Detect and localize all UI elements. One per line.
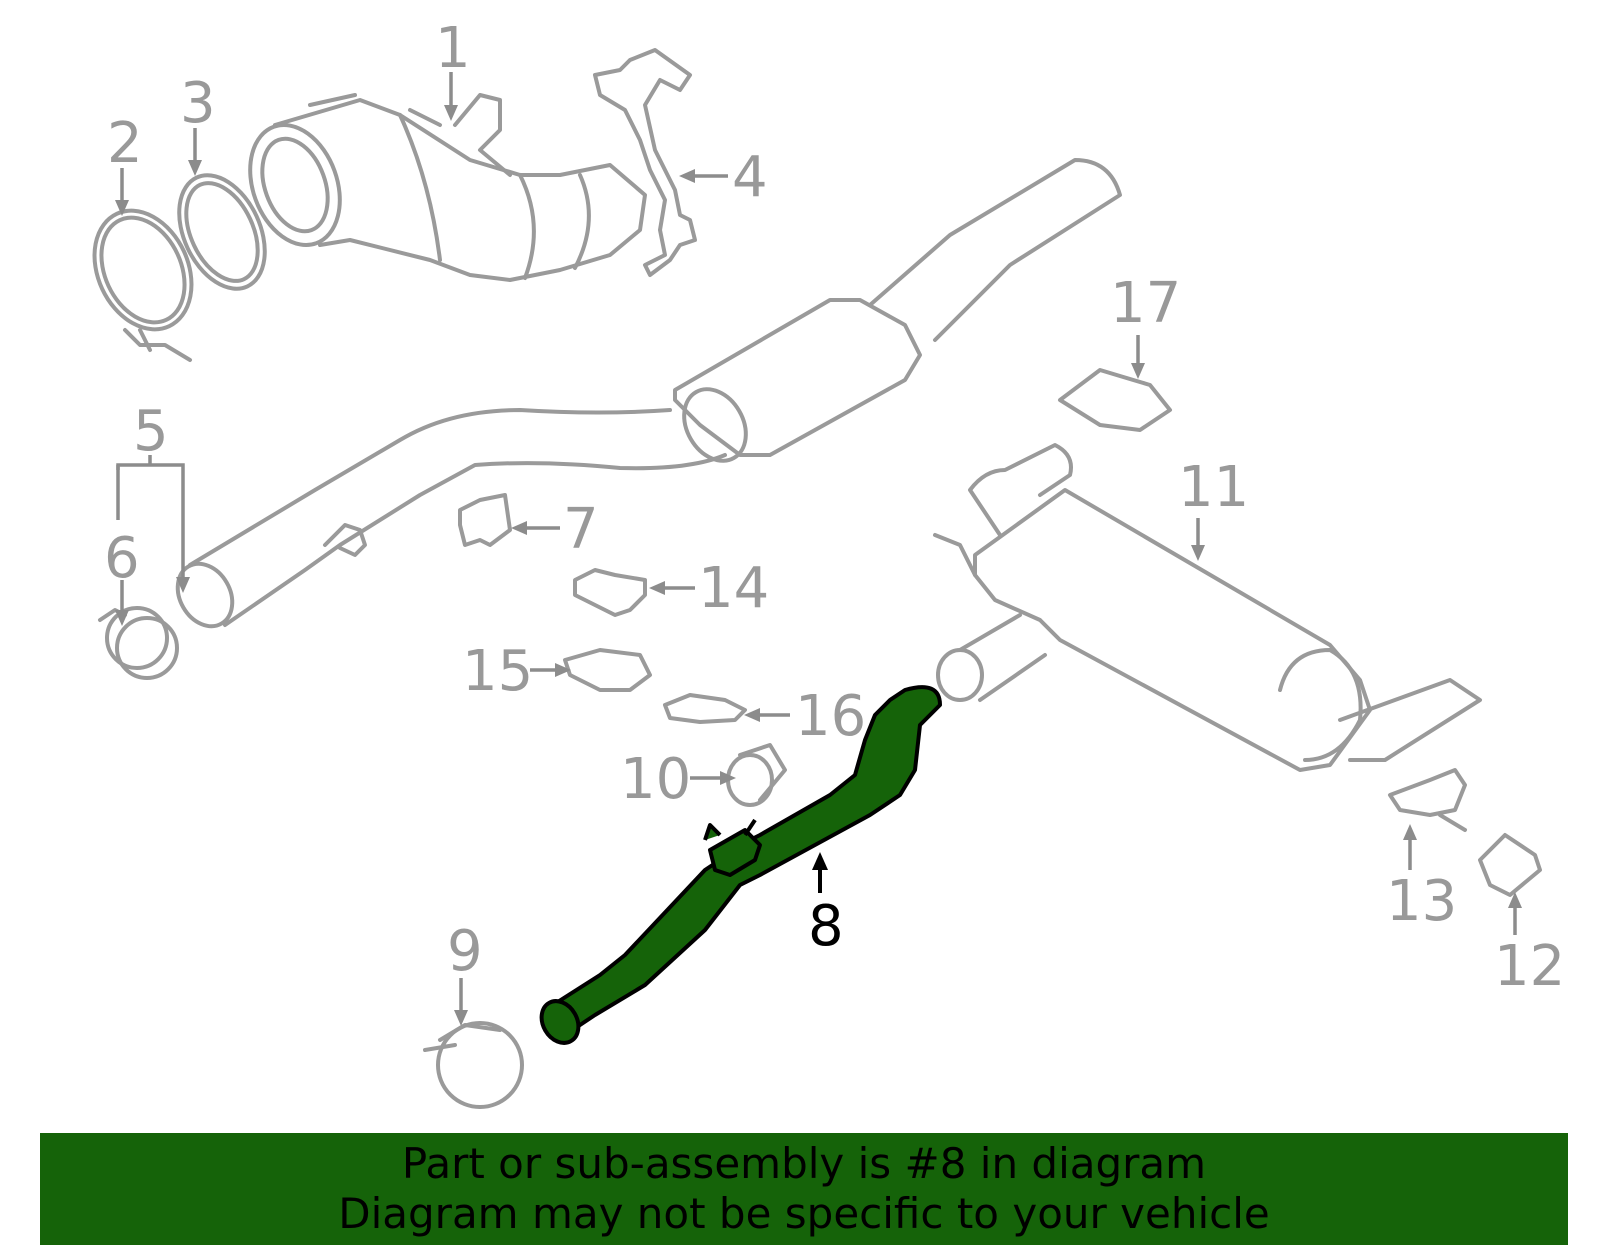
callout-2: 2 <box>107 111 143 176</box>
callout-16: 16 <box>795 684 866 749</box>
part-13-bracket <box>1388 768 1467 832</box>
part-14-bracket <box>573 568 647 617</box>
part-9-clamp <box>423 1021 524 1109</box>
callout-11: 11 <box>1178 455 1249 520</box>
callout-10: 10 <box>620 747 691 812</box>
callout-9: 9 <box>447 919 483 984</box>
part-4-bracket <box>593 48 697 277</box>
callout-8: 8 <box>808 894 844 959</box>
callout-7: 7 <box>563 497 599 562</box>
info-banner: Part or sub-assembly is #8 in diagram Di… <box>40 1133 1568 1245</box>
part-6-clamp <box>98 606 179 680</box>
part-7-hanger <box>458 493 512 547</box>
callout-17: 17 <box>1110 271 1181 336</box>
callout-3: 3 <box>180 71 216 136</box>
part-5-front-pipe <box>175 408 727 629</box>
part-11-rear-muffler <box>933 443 1482 772</box>
callout-labels: 1 2 3 4 5 6 7 8 9 10 11 12 13 14 15 16 1… <box>104 16 1565 999</box>
part-16-gasket <box>663 693 747 724</box>
part-8-highlighted-pipe <box>539 685 942 1045</box>
part-1-catalytic-converter <box>248 93 647 282</box>
part-12-isolator <box>1478 833 1542 897</box>
banner-line-2: Diagram may not be specific to your vehi… <box>338 1189 1270 1238</box>
banner-line-1: Part or sub-assembly is #8 in diagram <box>401 1139 1207 1188</box>
callout-14: 14 <box>698 556 769 621</box>
callout-5: 5 <box>133 399 169 464</box>
center-muffler <box>673 158 1122 463</box>
callout-arrows <box>115 72 1522 1026</box>
callout-12: 12 <box>1494 934 1565 999</box>
callout-15: 15 <box>462 639 533 704</box>
part-2-clamp <box>92 208 194 362</box>
part-15-gasket <box>563 648 652 692</box>
callout-6: 6 <box>104 526 140 591</box>
callout-1: 1 <box>435 16 471 81</box>
callout-13: 13 <box>1386 869 1457 934</box>
callout-4: 4 <box>732 145 768 210</box>
exhaust-diagram: 1 2 3 4 5 6 7 8 9 10 11 12 13 14 15 16 1… <box>92 16 1565 1109</box>
part-3-gasket <box>177 173 267 291</box>
part-17-heat-shield <box>1058 368 1172 432</box>
part-10-sleeve <box>726 743 787 807</box>
